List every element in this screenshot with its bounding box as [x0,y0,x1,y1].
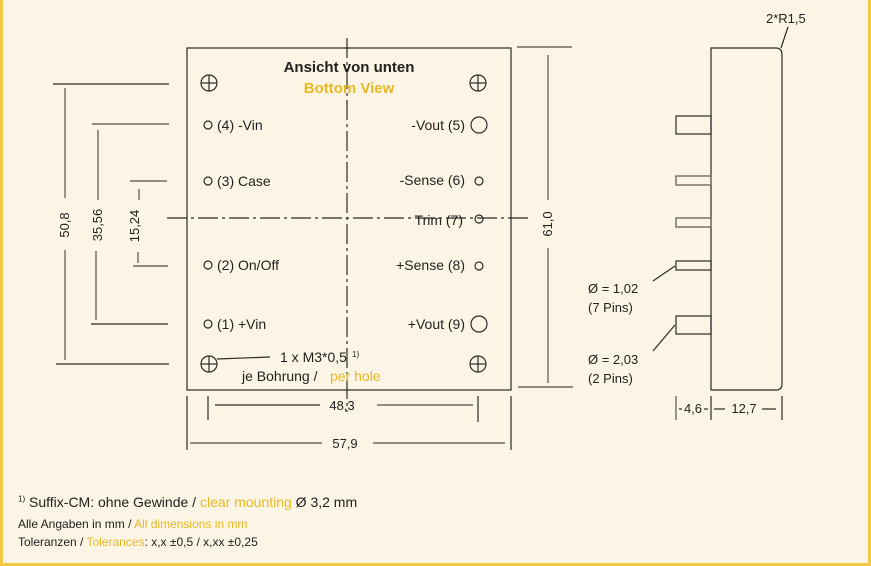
pin-large-icon [470,315,488,333]
pin-label: (1) +Vin [217,316,266,332]
pin-label: (2) On/Off [217,257,279,273]
dim-depth: 12,7 [731,401,756,416]
title-de: Ansicht von unten [284,59,415,76]
tol-de: Toleranzen / [18,535,84,549]
pin-icon [203,319,213,329]
pin-label: Trim (7) [415,212,463,228]
dim-height-15: 15,24 [127,210,142,243]
pin-icon [474,261,484,271]
dim-width-outer: 57,9 [332,436,357,451]
mount-note-sup: 1) [352,350,359,359]
footnote-tolerances: Toleranzen / Tolerances: x,x ±0,5 / x,xx… [18,535,258,549]
footnote-sup: 1) [18,494,26,504]
pin-label: -Vout (5) [411,117,465,133]
tol-en: Tolerances [86,535,145,549]
dim-height-total: 61,0 [540,211,555,236]
pin-large-side [675,115,712,135]
footnote-1: 1) Suffix-CM: ohne Gewinde / clear mount… [18,494,357,510]
pin-label: (3) Case [217,173,271,189]
module-outline-bottom [186,47,512,391]
units-de: Alle Angaben in mm / [18,517,132,531]
pin-label: -Sense (6) [400,172,465,188]
pin-small-side [675,175,712,186]
pin-small-count: (7 Pins) [588,300,633,315]
mounting-hole-icon [200,355,218,373]
dim-height-35: 35,56 [90,209,105,242]
pin-large-icon [470,116,488,134]
module-outline-side [710,47,783,391]
dim-pin-length: 4,6 [684,401,702,416]
leader-line [652,324,676,352]
leader-line [780,26,789,49]
pin-icon [203,120,213,130]
pin-icon [203,260,213,270]
pin-large-side [675,315,712,335]
per-hole-en: per hole [330,368,381,384]
pin-large-dia: Ø = 2,03 [588,352,638,367]
footnote-1-tail: Ø 3,2 mm [295,494,358,510]
dim-height-50: 50,8 [57,212,72,237]
per-hole-de: je Bohrung / [241,368,318,384]
title-en: Bottom View [304,80,395,97]
pin-small-dia: Ø = 1,02 [588,281,638,296]
pin-small-side [675,260,712,271]
pin-label: +Sense (8) [396,257,465,273]
units-en: All dimensions in mm [134,517,248,531]
mounting-hole-icon [469,74,487,92]
pin-small-side [675,217,712,228]
pin-icon [474,176,484,186]
leader-line [652,265,676,282]
pin-icon [203,176,213,186]
pin-label: (4) -Vin [217,117,263,133]
mount-note: 1 x M3*0,5 [280,349,347,365]
footnote-units: Alle Angaben in mm / All dimensions in m… [18,517,247,531]
pin-label: +Vout (9) [408,316,465,332]
pin-large-count: (2 Pins) [588,371,633,386]
footnote-1-en: clear mounting [199,494,292,510]
tol-tail: : x,x ±0,5 / x,xx ±0,25 [144,535,258,549]
mounting-hole-icon [200,74,218,92]
leader-line [216,356,271,360]
mounting-hole-icon [469,355,487,373]
pin-icon [474,214,484,224]
dim-radius: 2*R1,5 [766,11,806,26]
footnote-1-de: Suffix-CM: ohne Gewinde / [29,494,197,510]
dim-width-inner: 48,3 [329,398,354,413]
